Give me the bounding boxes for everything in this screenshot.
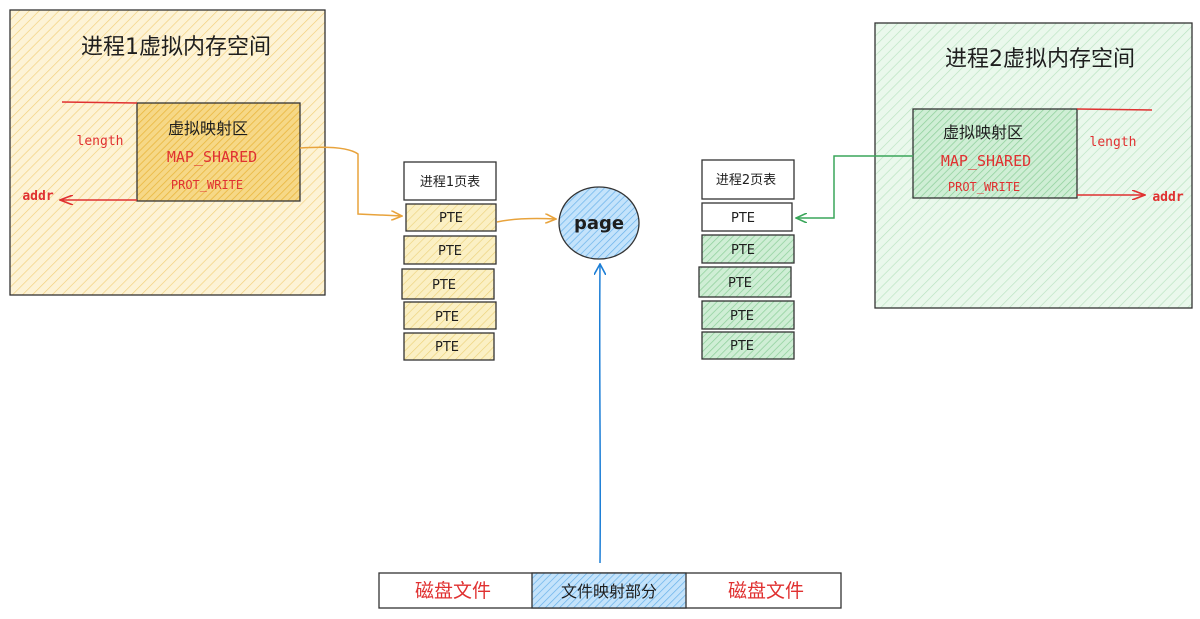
process2-mapping-region xyxy=(912,108,1078,199)
pagetable1-pte-box xyxy=(403,301,497,330)
pagetable2-pte: PTE xyxy=(731,211,755,226)
page-circle xyxy=(558,186,640,260)
pagetable2-header-box xyxy=(701,159,795,200)
pagetable2-pte: PTE xyxy=(728,276,752,291)
pagetable2-pte: PTE xyxy=(730,309,754,324)
arrow-region1-to-pte xyxy=(299,146,402,216)
arrow-file-to-page xyxy=(600,264,601,564)
pagetable2-pte-box xyxy=(701,300,795,330)
process1-space: 进程1虚拟内存空间 虚拟映射区 MAP_SHARED PROT_WRITE le… xyxy=(9,9,326,296)
pagetable1-pte: PTE xyxy=(438,244,462,259)
process1-length-label: length xyxy=(77,134,124,149)
pagetable1-pte-box xyxy=(403,235,497,265)
pagetable2-pte: PTE xyxy=(731,243,755,258)
pagetable2-pte: PTE xyxy=(730,339,754,354)
arrow-region2-to-pte xyxy=(796,155,913,218)
file-mapped-label: 文件映射部分 xyxy=(561,582,657,601)
pagetable1-pte-box xyxy=(405,203,497,232)
pagetable2: 进程2页表 PTE PTE PTE PTE PTE xyxy=(698,159,795,360)
disk-file-right-label: 磁盘文件 xyxy=(728,580,804,602)
process1-region-prot: PROT_WRITE xyxy=(171,178,243,192)
process1-region-flag: MAP_SHARED xyxy=(167,148,257,166)
pagetable1-pte: PTE xyxy=(435,340,459,355)
pagetable1-title: 进程1页表 xyxy=(420,175,480,190)
pagetable1-pte: PTE xyxy=(439,211,463,226)
disk-file: 磁盘文件 文件映射部分 磁盘文件 xyxy=(378,572,842,609)
process1-region-title: 虚拟映射区 xyxy=(168,119,248,138)
process2-region-title: 虚拟映射区 xyxy=(943,123,1023,142)
process1-length-line xyxy=(61,101,138,104)
pagetable1-header-box xyxy=(403,161,497,201)
page-label: page xyxy=(574,213,624,234)
arrow-pte1-to-page xyxy=(496,218,556,222)
process2-region-flag: MAP_SHARED xyxy=(941,152,1031,170)
pagetable2-title: 进程2页表 xyxy=(716,173,776,188)
process2-length-label: length xyxy=(1090,135,1137,150)
process2-addr-label: addr xyxy=(1152,190,1183,205)
pagetable1-pte: PTE xyxy=(432,278,456,293)
physical-page: page xyxy=(558,186,640,260)
pagetable1-pte-box xyxy=(403,332,495,361)
process2-length-line xyxy=(1076,108,1153,111)
process1-addr-label: addr xyxy=(22,189,53,204)
process1-mapping-region xyxy=(136,102,301,202)
pagetable1-pte: PTE xyxy=(435,310,459,325)
pagetable2-pte-box xyxy=(701,331,795,360)
file-mapped-part xyxy=(531,572,687,609)
process2-title: 进程2虚拟内存空间 xyxy=(945,47,1135,72)
pagetable1: 进程1页表 PTE PTE PTE PTE PTE xyxy=(401,161,497,361)
process1-title: 进程1虚拟内存空间 xyxy=(81,35,271,60)
pagetable1-pte-box xyxy=(401,268,495,300)
disk-file-left-label: 磁盘文件 xyxy=(415,580,491,602)
process2-space: 进程2虚拟内存空间 虚拟映射区 MAP_SHARED PROT_WRITE le… xyxy=(874,22,1193,309)
pagetable2-pte-box xyxy=(698,266,792,298)
pagetable2-pte-box xyxy=(701,234,795,264)
pagetable2-pte-box xyxy=(701,202,793,232)
process2-region-prot: PROT_WRITE xyxy=(948,180,1020,194)
